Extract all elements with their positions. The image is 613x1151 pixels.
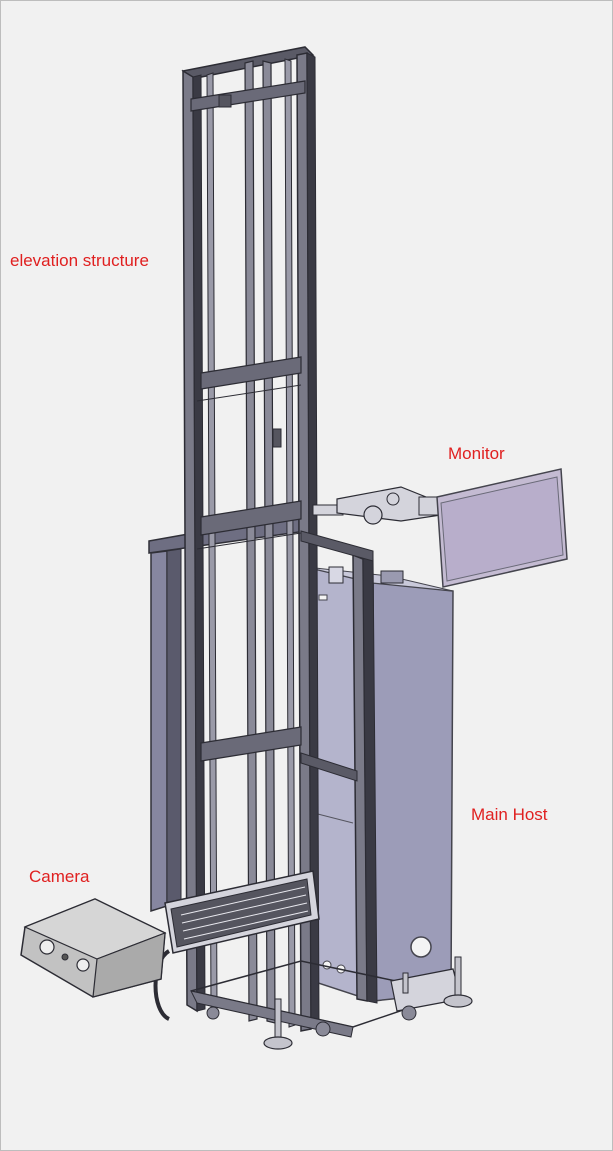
main-host-label: Main Host	[471, 805, 548, 824]
cabinet-front-frame	[300, 530, 404, 1004]
print-carriage	[153, 870, 320, 1021]
main-host-cabinet	[305, 566, 454, 1003]
elevation-structure	[181, 46, 320, 1032]
leveling-feet	[263, 956, 473, 1050]
monitor	[436, 468, 568, 588]
elevation-structure-label: elevation structure	[10, 251, 149, 270]
camera	[20, 898, 167, 998]
camera-label: Camera	[29, 867, 90, 886]
monitor-label: Monitor	[448, 444, 505, 463]
rear-panel	[148, 512, 307, 913]
monitor-arm	[312, 486, 442, 525]
